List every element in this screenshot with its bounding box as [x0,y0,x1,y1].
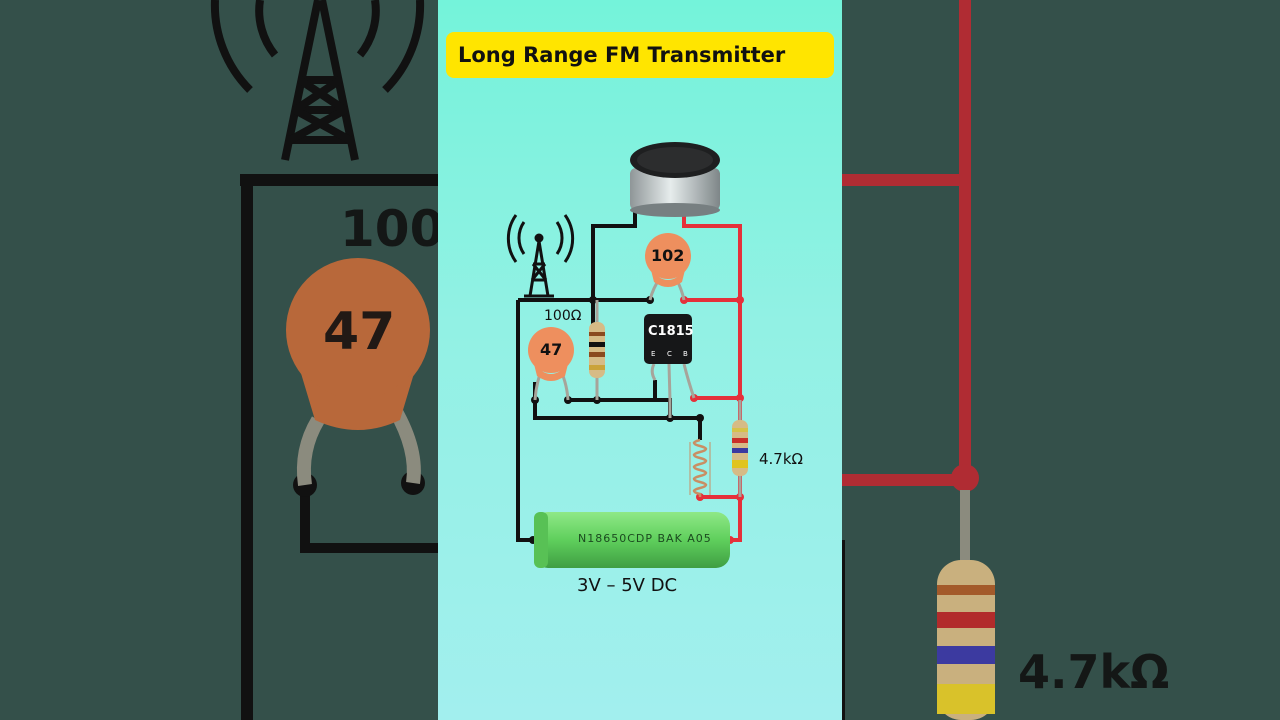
background-wire [842,0,971,186]
background-capacitor [286,258,430,402]
background-wire [300,485,438,553]
background-capacitor-label: 47 [323,302,396,362]
antenna-tower-icon [506,214,575,298]
resistor-100-ohm [589,300,605,400]
microphone [630,142,720,217]
background-node [951,464,979,492]
background-resistor-band [937,612,995,628]
background-wire [842,180,971,486]
supply-voltage-label: 3V – 5V DC [577,575,678,596]
background-left-art [210,0,438,720]
diagram-panel: Long Range FM Transmitter [438,0,842,720]
background-right: 4.7kΩ [842,0,1280,720]
background-capacitor-base [300,370,415,430]
background-resistor-band [937,684,995,714]
transistor-pin-b: B [683,350,688,358]
wire-nodes [529,296,744,544]
background-resistor-label: 100 [340,200,438,258]
transistor-pin-e: E [651,350,656,358]
background-lead [296,416,325,486]
capacitor-47-label: 47 [540,340,563,359]
page-title: Long Range FM Transmitter [446,32,834,78]
transistor-label: C1815 [648,324,694,339]
battery-18650 [534,512,730,568]
transistor-pin-c: C [667,350,672,358]
background-resistor [937,560,995,720]
circuit-diagram [506,142,748,568]
capacitor-47 [528,327,574,401]
resistor-100-label: 100Ω [544,308,582,324]
red-wires [682,190,742,542]
background-resistor-band [937,646,995,664]
background-tower-icon [210,0,425,161]
battery-label: N18650CDP BAK A05 [578,532,712,545]
capacitor-102-label: 102 [651,246,685,265]
background-resistor-band [937,585,995,595]
resistor-4-7k [732,400,748,497]
background-left: 100 47 [0,0,438,720]
transistor-c1815 [644,314,696,418]
inductor-coil [689,438,711,497]
resistor-4-7k-label: 4.7kΩ [759,450,804,468]
capacitor-102 [645,233,691,301]
background-resistor-value: 4.7kΩ [1018,645,1170,699]
background-right-art [842,0,995,720]
